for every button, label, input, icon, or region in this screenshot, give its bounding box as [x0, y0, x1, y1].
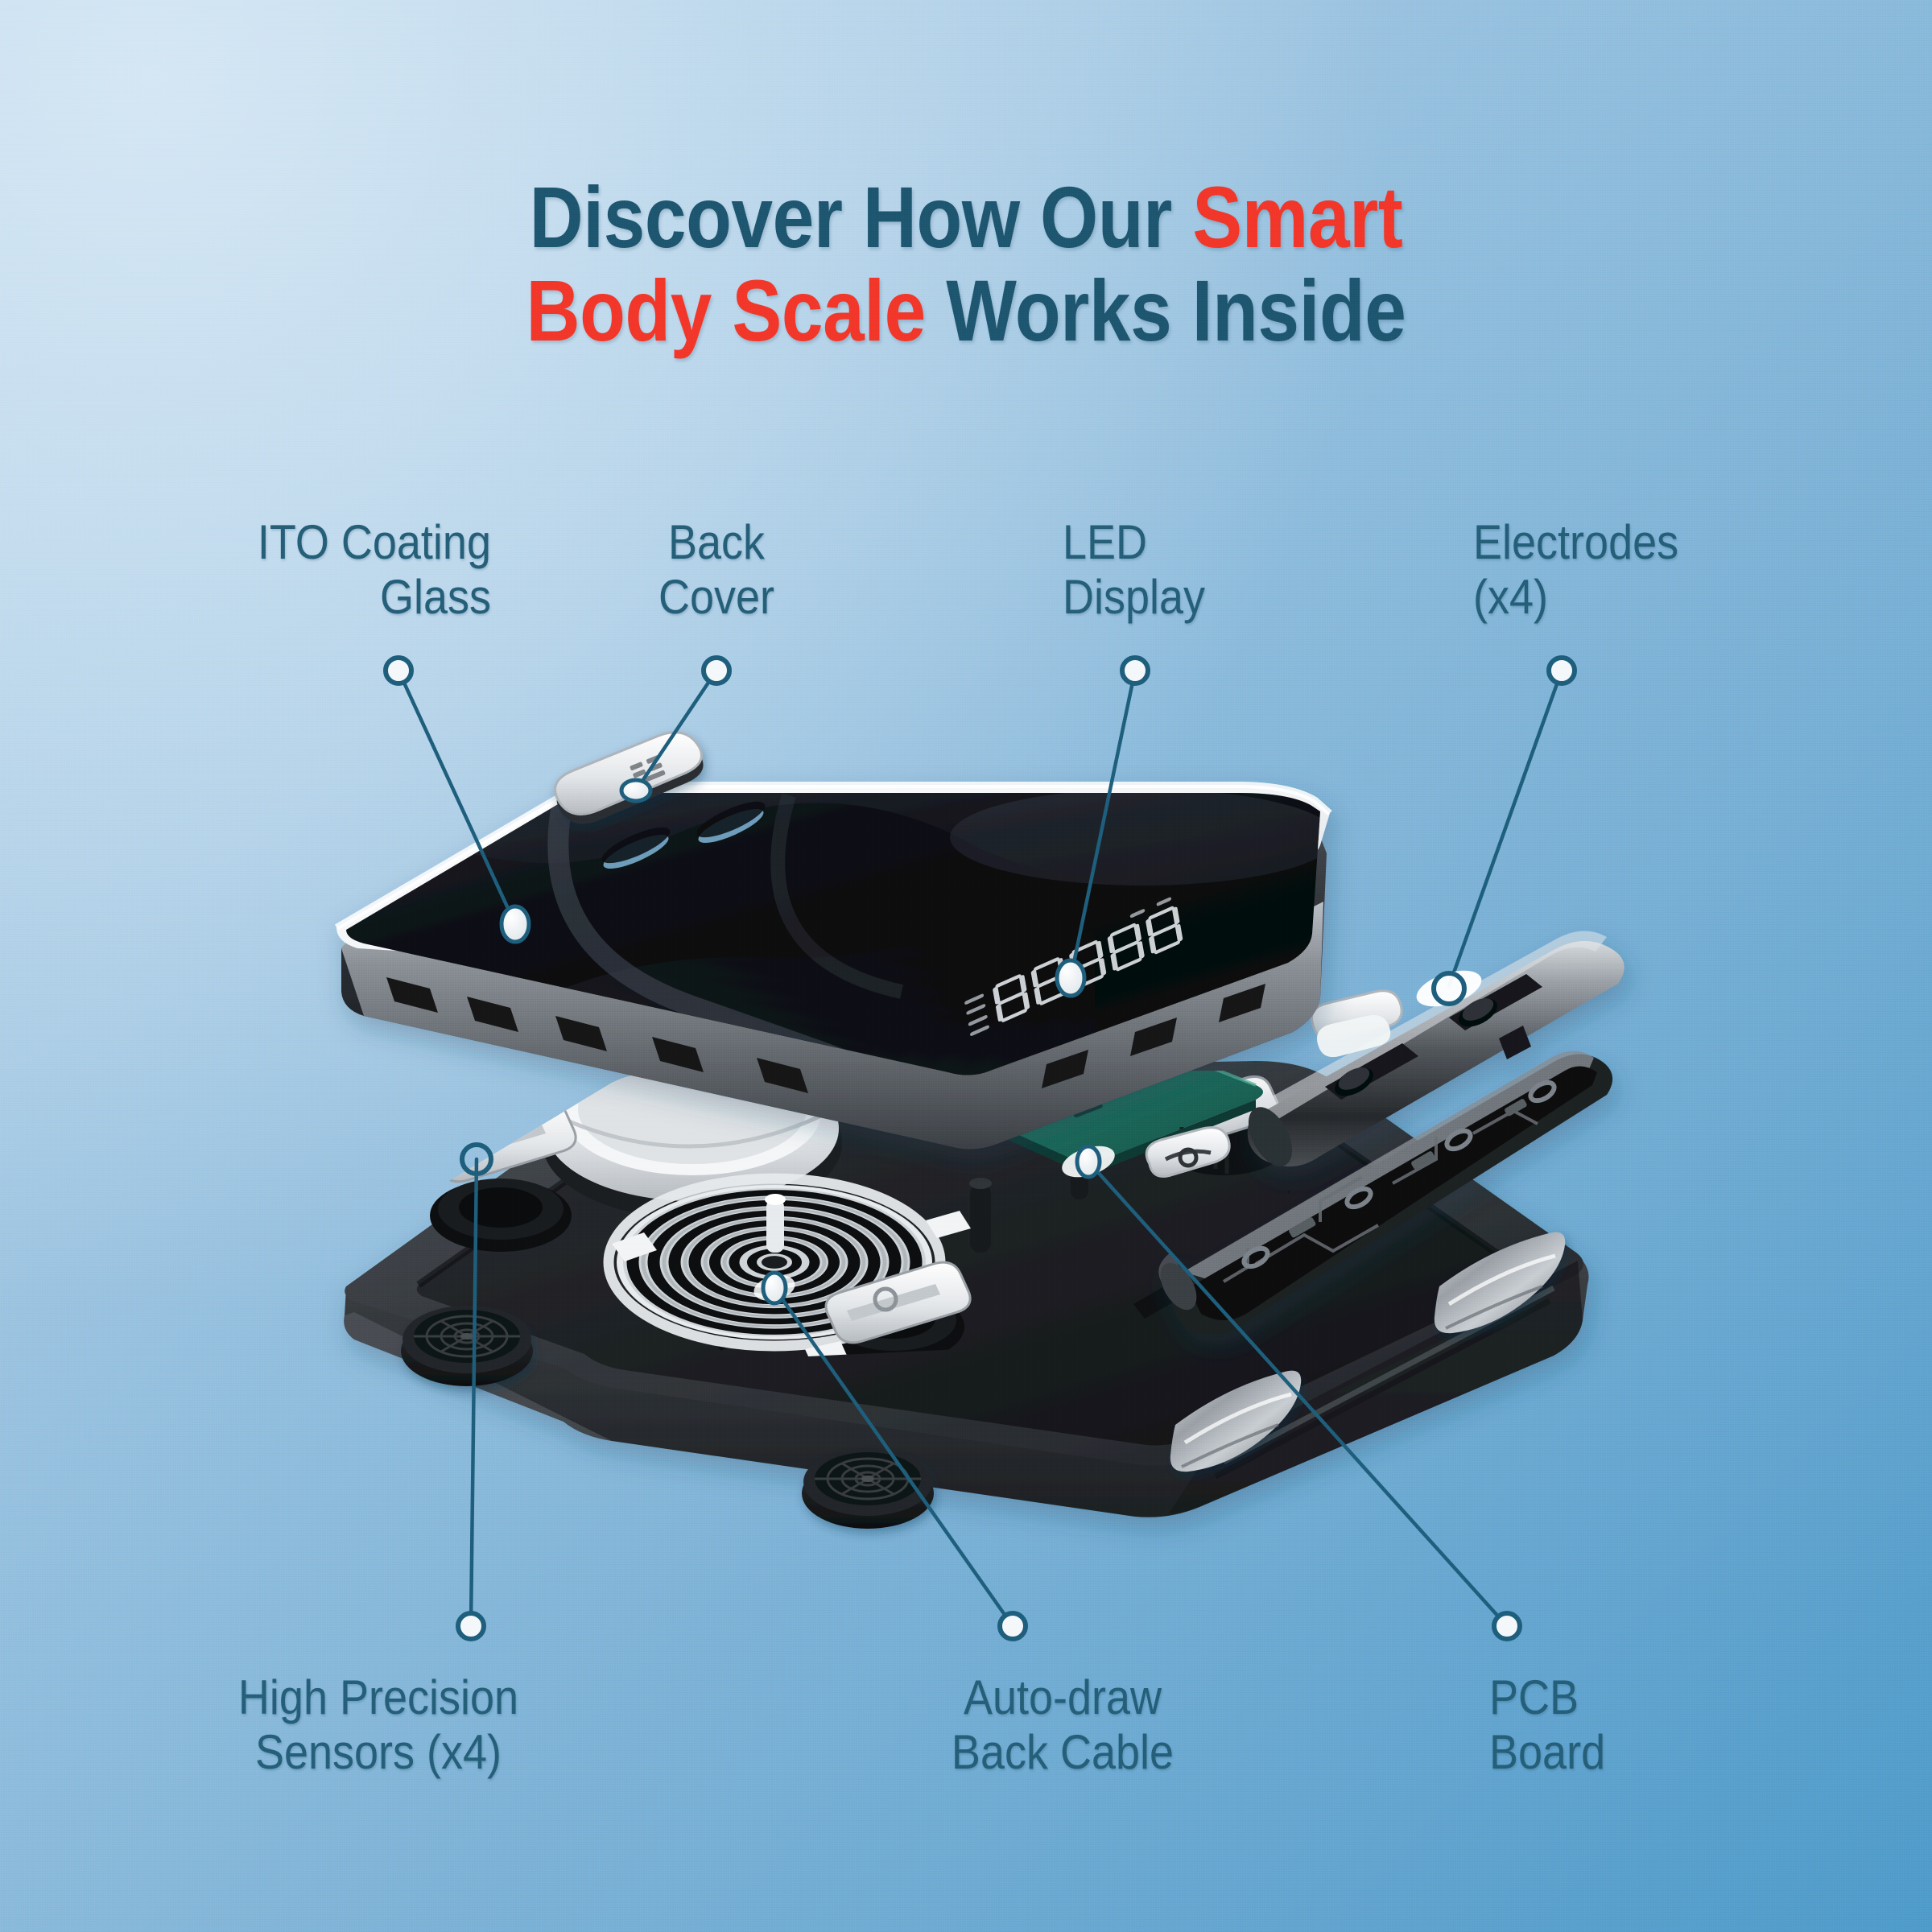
dot-electrodes	[1546, 655, 1577, 686]
leader-high-precision-sensors	[469, 1157, 479, 1629]
spacer-pad	[1317, 1014, 1391, 1058]
electrode-handle-bar	[1247, 931, 1624, 1167]
leader-led-display	[1068, 668, 1137, 980]
dot-pcb-board	[1492, 1611, 1522, 1641]
endpoint-auto-draw-back-cable	[761, 1270, 788, 1306]
leader-back-cover	[634, 668, 719, 793]
leader-auto-draw-back-cable	[772, 1286, 1015, 1629]
callout-endpoint-dots	[460, 778, 1467, 1306]
electrode-port	[1325, 1043, 1418, 1100]
rubber-foot	[401, 1306, 533, 1386]
dot-ito-coating-glass	[383, 655, 414, 686]
handle-lower-shell	[1158, 1051, 1613, 1335]
connector-clip	[1145, 1126, 1231, 1178]
title-highlight-smart: Smart	[1192, 168, 1403, 266]
dot-led-display	[1120, 655, 1150, 686]
callout-label-dots	[383, 655, 1577, 1641]
endpoint-ito-coating-glass	[499, 904, 531, 944]
dot-back-cover	[701, 655, 732, 686]
title-line-2: Body Scale Works Inside	[135, 264, 1797, 357]
base-internals	[430, 1071, 1320, 1360]
endpoint-led-display	[1055, 958, 1087, 998]
endpoint-back-cover	[619, 778, 653, 803]
leader-ito-coating-glass	[396, 668, 518, 927]
label-ito-coating-glass: ITO Coating Glass	[257, 515, 491, 625]
label-pcb-board: PCB Board	[1489, 1670, 1606, 1780]
label-auto-draw-back-cable: Auto-draw Back Cable	[951, 1670, 1174, 1780]
label-back-cover: Back Cover	[658, 515, 775, 625]
electrode-port	[1449, 974, 1542, 1030]
electrode-strip	[1434, 1232, 1566, 1334]
endpoint-high-precision-sensors	[460, 1142, 493, 1176]
title-line-1: Discover How Our Smart	[135, 171, 1797, 264]
title-highlight-body-scale: Body Scale	[526, 261, 926, 359]
load-cell-sensor	[824, 1261, 972, 1344]
dot-auto-draw-back-cable	[997, 1611, 1028, 1641]
title-line-1-plain: Discover How Our	[529, 168, 1193, 266]
endpoint-pcb-board	[1075, 1144, 1102, 1179]
endpoint-electrodes	[1431, 971, 1467, 1006]
leader-electrodes	[1447, 668, 1564, 989]
ito-coating-glass-panel	[334, 782, 1332, 1150]
electrode-strip	[1170, 1370, 1302, 1472]
leader-pcb-board	[1086, 1159, 1509, 1629]
label-led-display: LED Display	[1063, 515, 1206, 625]
dot-high-precision-sensors	[456, 1611, 486, 1641]
label-electrodes: Electrodes (x4)	[1473, 515, 1679, 625]
callout-leaders	[396, 668, 1564, 1629]
page-title: Discover How Our Smart Body Scale Works …	[135, 171, 1797, 357]
title-line-2-plain: Works Inside	[925, 261, 1406, 359]
label-high-precision-sensors: High Precision Sensors (x4)	[237, 1670, 519, 1780]
